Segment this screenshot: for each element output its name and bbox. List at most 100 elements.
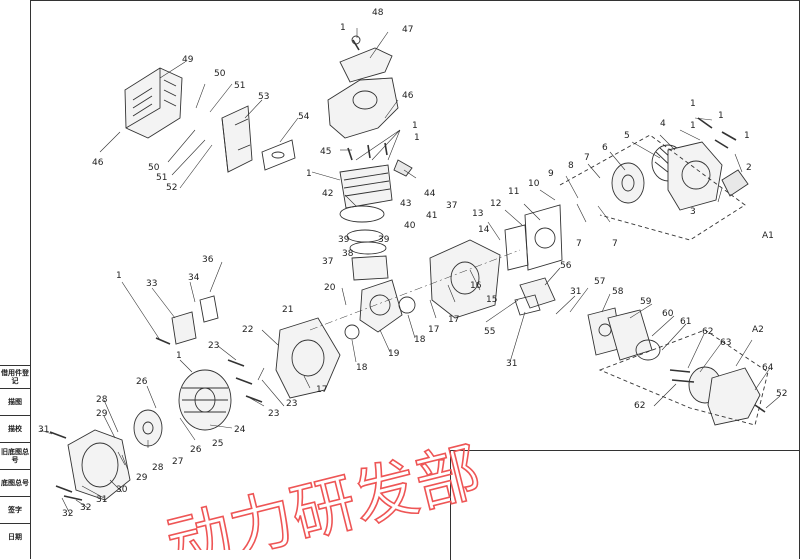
callout: 11: [508, 187, 519, 197]
part-15-crankcase: [429, 239, 501, 319]
callout: 62: [702, 327, 713, 337]
callout: 28: [152, 463, 164, 473]
callout: 34: [188, 273, 200, 283]
callout: 56: [560, 261, 572, 271]
side-cell-base-no: 底图总号: [0, 470, 30, 497]
top-frame-line: [30, 0, 800, 1]
part-49-muffler-cover: [124, 67, 183, 139]
callout: 58: [612, 287, 624, 297]
part-2-3-starter-handle: [721, 169, 749, 197]
callout: 36: [202, 255, 214, 265]
callout: 1: [412, 121, 418, 131]
callout: 17: [448, 315, 459, 325]
part-38-39-piston-rings: [346, 229, 389, 281]
callout: 1: [176, 351, 182, 361]
callout: 1: [744, 131, 750, 141]
part-63-64-air-filter: [688, 366, 761, 426]
callout: 26: [190, 445, 202, 455]
callout: 16: [470, 281, 482, 291]
callout: 38: [342, 249, 354, 259]
callout: 27: [172, 457, 183, 467]
callout: 48: [372, 8, 384, 18]
callout: 1: [690, 99, 696, 109]
callout: 50: [214, 69, 226, 79]
callout: 49: [182, 55, 194, 65]
callout: 25: [212, 439, 223, 449]
side-cell-borrow: 借用件登记: [0, 366, 30, 389]
part-cylinder-shroud: [327, 77, 399, 139]
part-30-clutch-housing: [67, 429, 131, 501]
callout: 53: [258, 92, 269, 102]
callout: 1: [306, 169, 312, 179]
callout: 31: [506, 359, 517, 369]
callout: 18: [356, 363, 368, 373]
callout: 59: [640, 297, 652, 307]
callout: 62: [634, 401, 645, 411]
callout: 32: [62, 509, 73, 519]
callout: 1: [340, 23, 346, 33]
left-frame-line: [30, 0, 31, 559]
bolts-and-screws: [49, 39, 766, 501]
callout: 63: [720, 338, 731, 348]
side-cell-tracing-check: 描校: [0, 416, 30, 443]
callout: 7: [612, 239, 618, 249]
callout: 40: [404, 221, 416, 231]
callout: 45: [320, 147, 331, 157]
callout: 39: [378, 235, 390, 245]
part-11-12-plates: [504, 204, 563, 271]
callout: 64: [762, 363, 774, 373]
callout: 4: [660, 119, 666, 129]
callout: 29: [136, 473, 148, 483]
callout: 31: [570, 287, 581, 297]
callout: 15: [486, 295, 497, 305]
callout: 6: [602, 143, 608, 153]
group-a1-boundary: [559, 134, 746, 241]
callout: 2: [746, 163, 752, 173]
callout: 26: [136, 377, 148, 387]
callout: 5: [624, 131, 630, 141]
side-signature-table: 借用件登记 描图 描校 旧底图总号 底图总号 签字 日期: [0, 365, 30, 560]
group-a2-boundary: [598, 329, 769, 426]
callout: 14: [478, 225, 490, 235]
callout: 8: [568, 161, 574, 171]
side-cell-old-base-no: 旧底图总号: [0, 443, 30, 470]
leader-lines: [39, 28, 781, 515]
part-21-crankcase: [275, 317, 341, 399]
callout: 18: [414, 335, 426, 345]
callout: 28: [96, 395, 108, 405]
callout: 46: [402, 91, 414, 101]
part-59-60-air-filter-base: [607, 309, 661, 361]
callout: 46: [92, 158, 104, 168]
callout-numbers: 1 48 47 49 50 51 53 46 46 54 50 51 52 45…: [38, 8, 787, 519]
callout: 22: [242, 325, 253, 335]
callout: 24: [234, 425, 246, 435]
callout: 23: [268, 409, 279, 419]
title-block: [450, 450, 800, 560]
callout: 10: [528, 179, 540, 189]
part-33-ignition-coil: [171, 295, 219, 345]
callout: 1: [690, 121, 696, 131]
part-54-gasket: [261, 139, 296, 171]
callout: 37: [446, 201, 457, 211]
callout: 41: [426, 211, 437, 221]
callout: 44: [424, 189, 436, 199]
callout: 20: [324, 283, 336, 293]
callout: 1: [116, 271, 122, 281]
callout: 32: [80, 503, 91, 513]
callout: 37: [322, 257, 333, 267]
callout: 31: [38, 425, 49, 435]
callout: 42: [322, 189, 333, 199]
callout: 57: [594, 277, 605, 287]
side-cell-tracing: 描图: [0, 389, 30, 416]
callout: 51: [156, 173, 167, 183]
part-24-flywheel: [178, 369, 232, 431]
part-4-starter-housing: [667, 141, 723, 211]
callout: 7: [576, 239, 582, 249]
callout: 43: [400, 199, 411, 209]
callout: 47: [402, 25, 413, 35]
side-cell-date: 日期: [8, 532, 22, 541]
side-cell-signature: 签字: [0, 497, 30, 524]
callout: 33: [146, 279, 157, 289]
callout: 31: [96, 495, 107, 505]
